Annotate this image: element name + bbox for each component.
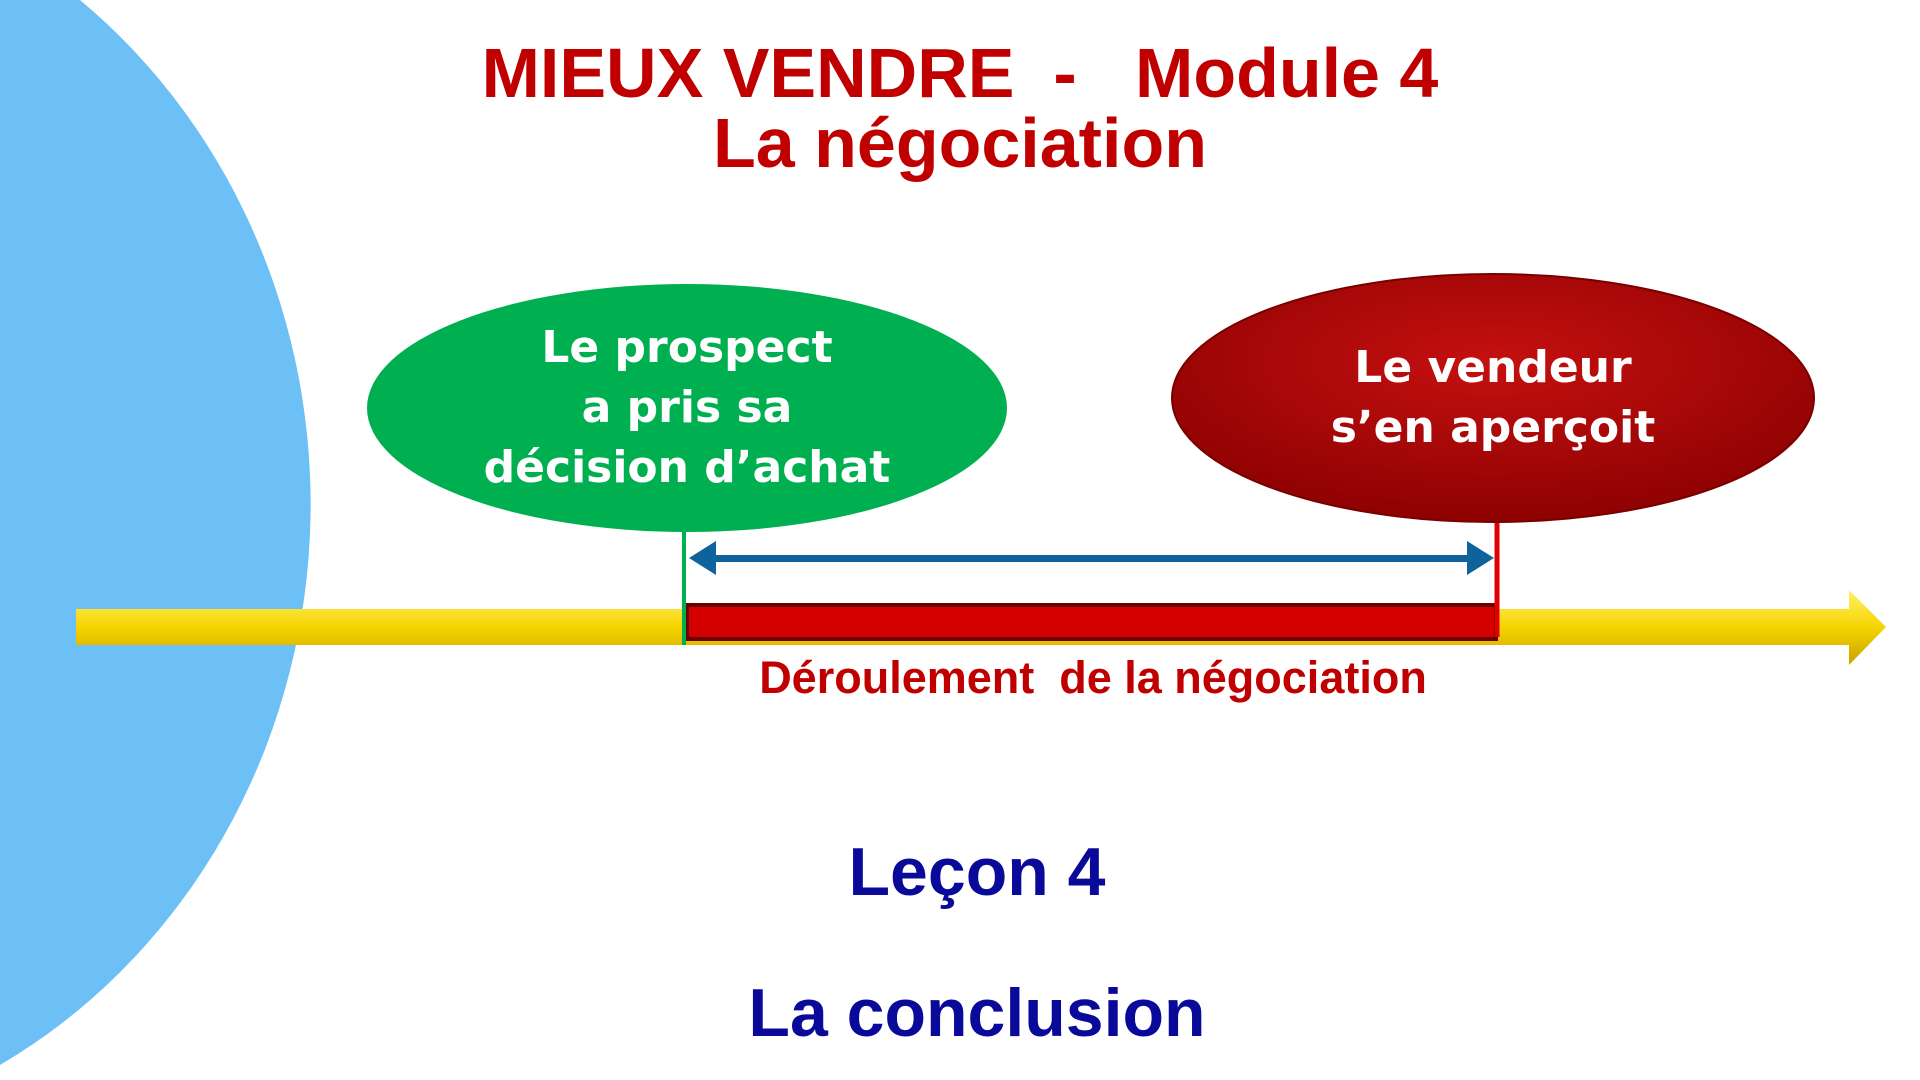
vendeur-bubble [1171, 273, 1815, 523]
double-arrow [689, 541, 1494, 575]
negotiation-bar [685, 603, 1498, 641]
title-line-2: La négociation [713, 104, 1207, 182]
prospect-text-line: Le prospect [541, 322, 833, 373]
decorative-blue-circle [0, 0, 311, 1065]
title-line-1: MIEUX VENDRE - Module 4 [481, 34, 1439, 112]
vendeur-bubble-text: Le vendeur s’en aperçoit [1173, 338, 1813, 458]
negotiation-label: Déroulement de la négociation [759, 652, 1427, 703]
lesson-name: La conclusion [748, 975, 1206, 1051]
vendeur-text-line: Le vendeur [1354, 342, 1632, 393]
prospect-bubble [367, 284, 1007, 532]
prospect-text-line: décision d’achat [483, 442, 891, 493]
lesson-number: Leçon 4 [848, 834, 1106, 910]
prospect-text-line: a pris sa [581, 382, 793, 433]
prospect-bubble-text: Le prospect a pris sa décision d’achat [367, 318, 1007, 498]
vendeur-text-line: s’en aperçoit [1330, 402, 1656, 453]
